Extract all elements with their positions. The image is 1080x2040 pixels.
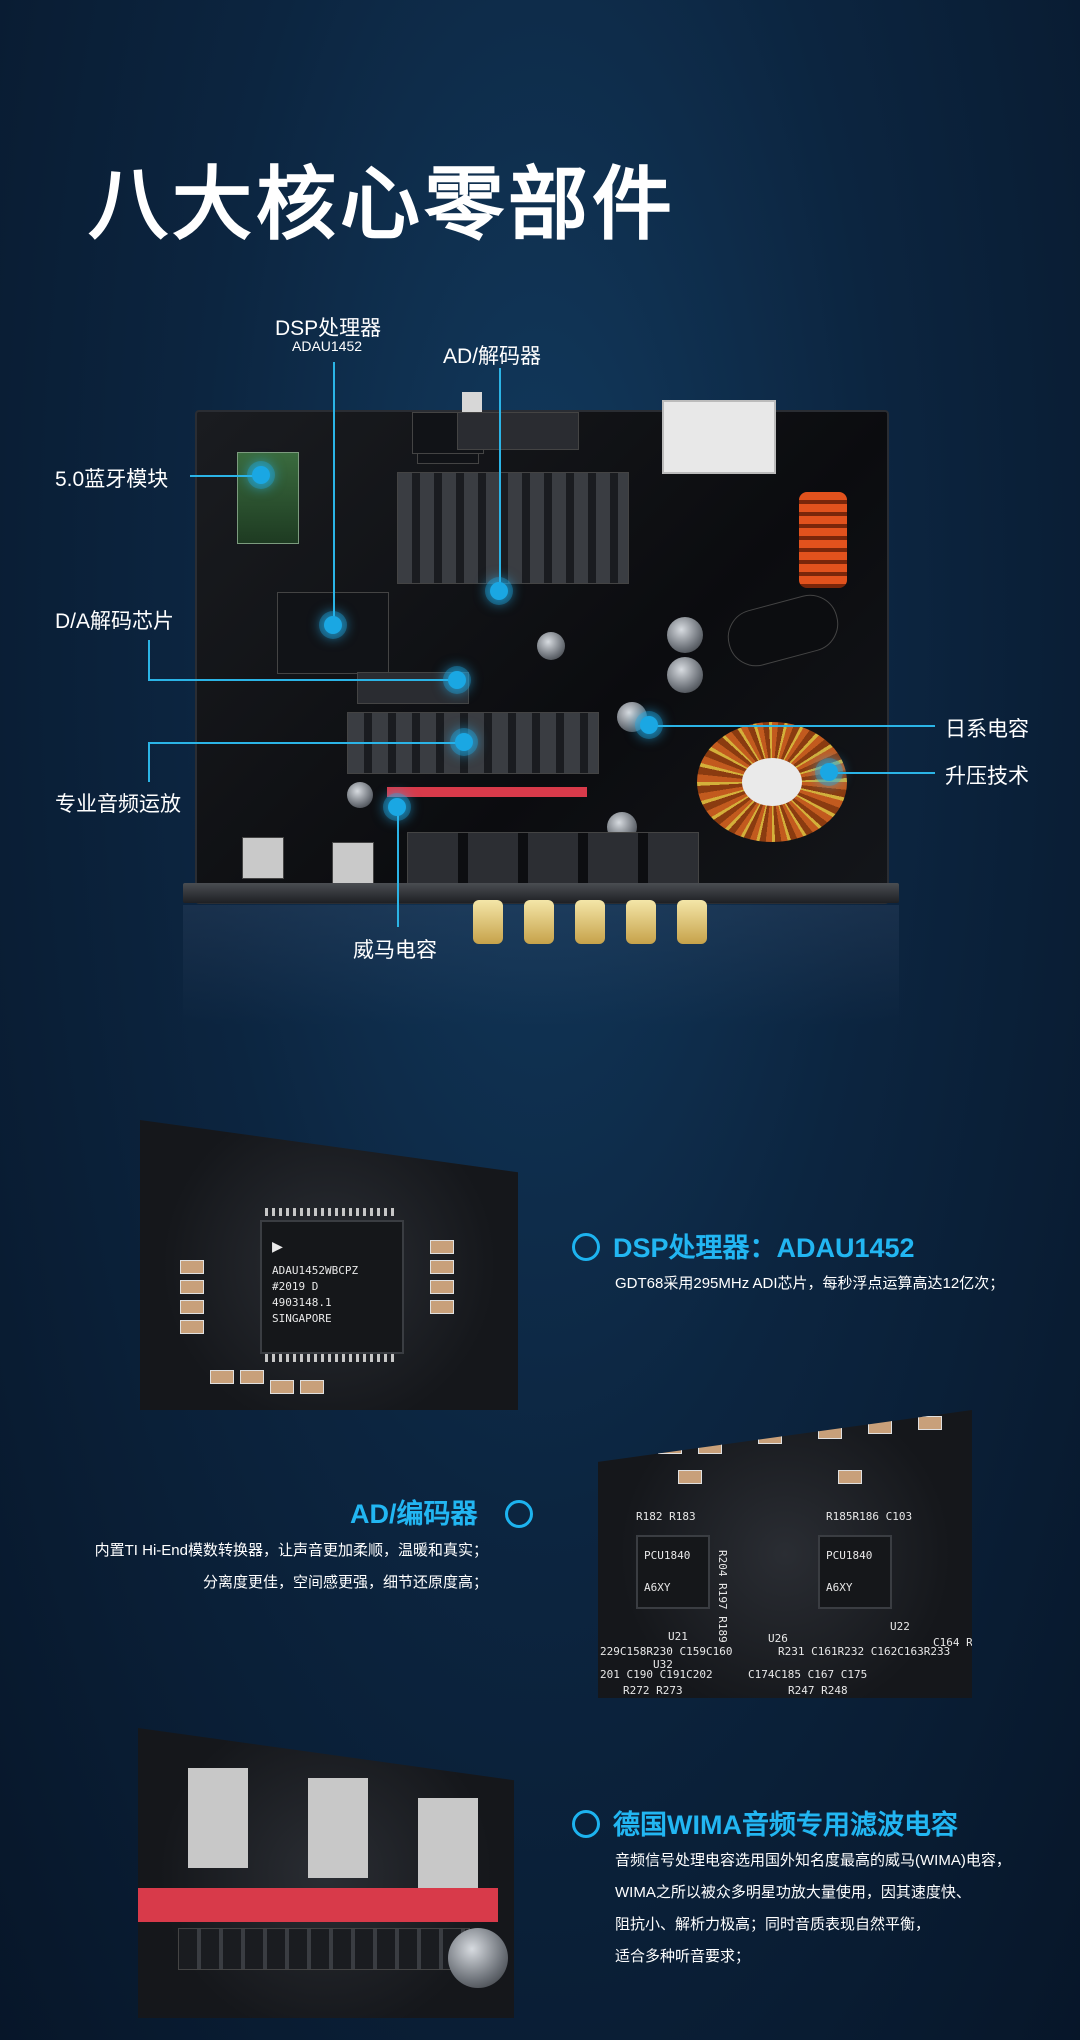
inductor	[799, 492, 847, 588]
section1-heading: DSP处理器：ADAU1452	[613, 1233, 915, 1263]
callout-bt-label: 5.0蓝牙模块	[55, 468, 169, 491]
bullet-ring-icon	[572, 1810, 600, 1838]
rca-jack	[524, 900, 554, 944]
rca-jack	[677, 900, 707, 944]
rca-jack	[626, 900, 656, 944]
ad-closeup-image: PCU1840 A6XY PCU1840 A6XY R182 R183 R185…	[598, 1410, 972, 1698]
section2-desc-line2: 分离度更佳，空间感更强，细节还原度高；	[202, 1574, 488, 1591]
section3-desc-line4: 适合多种听音要求；	[615, 1948, 751, 1965]
rca-jack	[473, 900, 503, 944]
bullet-ring-icon	[505, 1500, 533, 1528]
callout-jp-cap-label: 日系电容	[945, 718, 1029, 741]
bluetooth-module	[237, 452, 299, 544]
section3-desc-line2: WIMA之所以被众多明星功放大量使用，因其速度快、	[615, 1884, 971, 1901]
white-connector	[662, 400, 776, 474]
board-rail	[183, 883, 899, 903]
callout-jp-cap-dot	[640, 716, 658, 734]
callout-bt-dot	[252, 466, 270, 484]
page-title: 八大核心零部件	[88, 160, 676, 249]
callout-wima-label: 威马电容	[353, 939, 437, 962]
callout-boost-dot	[820, 763, 838, 781]
callout-ad-dot	[490, 582, 508, 600]
toroid-coil	[697, 722, 847, 842]
callout-ad-label: AD/解码器	[443, 345, 542, 368]
callout-dsp-dot	[324, 616, 342, 634]
section2-heading: AD/编码器	[350, 1499, 478, 1529]
callout-wima-dot	[388, 798, 406, 816]
section1-desc: GDT68采用295MHz ADI芯片，每秒浮点运算高达12亿次；	[615, 1275, 1005, 1292]
section3-heading: 德国WIMA音频专用滤波电容	[613, 1810, 958, 1840]
callout-opamp-dot	[455, 733, 473, 751]
callout-dsp-sublabel: ADAU1452	[292, 338, 363, 354]
main-board-image	[195, 392, 889, 904]
callout-opamp-label: 专业音频运放	[55, 793, 181, 816]
dsp-chip: ▶ ADAU1452WBCPZ #2019 D 4903148.1 SINGAP…	[260, 1220, 404, 1354]
callout-da-dot	[448, 671, 466, 689]
section3-desc-line1: 音频信号处理电容选用国外知名度最高的威马(WIMA)电容，	[615, 1852, 1011, 1869]
callout-dsp-label: DSP处理器	[275, 317, 382, 340]
wima-closeup-image	[138, 1728, 514, 2018]
section2-desc-line1: 内置TI Hi-End模数转换器，让声音更加柔顺，温暖和真实；	[94, 1542, 488, 1559]
bullet-ring-icon	[572, 1233, 600, 1261]
dsp-closeup-image: ▶ ADAU1452WBCPZ #2019 D 4903148.1 SINGAP…	[140, 1120, 518, 1410]
callout-da-label: D/A解码芯片	[55, 610, 175, 633]
rca-jack	[575, 900, 605, 944]
section3-desc-line3: 阻抗小、解析力极高；同时音质表现自然平衡，	[615, 1916, 931, 1933]
callout-boost-label: 升压技术	[945, 765, 1029, 788]
